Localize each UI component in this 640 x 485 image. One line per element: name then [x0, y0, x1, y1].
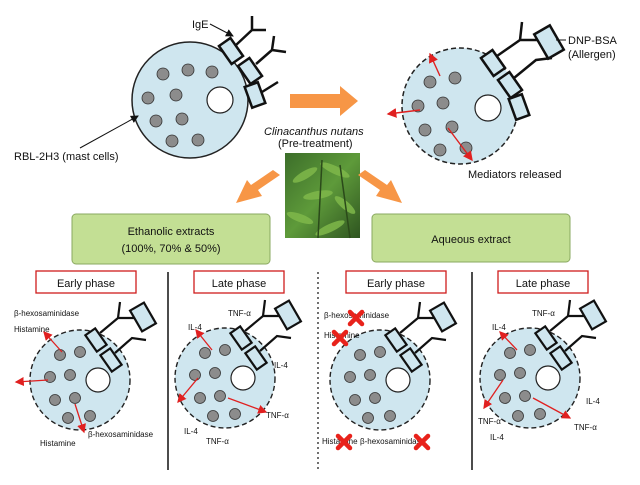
pretreatment-label: (Pre-treatment)	[278, 138, 353, 150]
ethanolic-extract-box: Ethanolic extracts (100%, 70% & 50%)	[71, 213, 271, 265]
aqueous-extract-box: Aqueous extract	[371, 213, 571, 263]
phase-label-aqueous-late: Late phase	[497, 270, 589, 294]
arrow-to-aqueous	[358, 170, 402, 203]
dnp-bsa-label: DNP-BSA (Allergen)	[556, 35, 618, 61]
il4-label: IL-4	[586, 397, 600, 406]
plant-name: Clinacanthus nutans	[264, 126, 364, 138]
histamine-label: Histamine	[14, 325, 50, 334]
hexosaminidase-label: β-hexosaminidase	[360, 437, 426, 446]
tnf-label: TNF-α	[478, 417, 501, 426]
activation-arrow	[290, 86, 358, 116]
tnf-label: TNF-α	[532, 309, 555, 318]
phase-label-aqueous-early: Early phase	[345, 270, 447, 294]
inhibition-cross-icon	[331, 329, 349, 347]
rbl-label: RBL-2H3 (mast cells)	[14, 115, 139, 163]
tnf-label: TNF-α	[266, 411, 289, 420]
svg-text:(100%, 70% & 50%): (100%, 70% & 50%)	[121, 243, 220, 255]
histamine-label: Histamine	[322, 437, 358, 446]
tnf-label: TNF-α	[228, 309, 251, 318]
svg-text:RBL-2H3 (mast cells): RBL-2H3 (mast cells)	[14, 151, 119, 163]
svg-text:Ethanolic extracts: Ethanolic extracts	[128, 226, 215, 238]
inhibition-cross-icon	[335, 433, 353, 451]
svg-text:Late phase: Late phase	[516, 278, 570, 290]
cell-ethanolic-early	[14, 301, 158, 434]
arrow-to-ethanolic	[236, 170, 280, 203]
il4-label: IL-4	[274, 361, 288, 370]
cell-ethanolic-late	[174, 299, 303, 429]
activated-mast-cell	[386, 21, 566, 165]
il4-label: IL-4	[188, 323, 202, 332]
il4-label: IL-4	[184, 427, 198, 436]
svg-text:Early phase: Early phase	[367, 278, 425, 290]
hexosaminidase-label: β-hexosaminidase	[14, 309, 80, 318]
ige-label: IgE	[192, 19, 234, 37]
svg-text:DNP-BSA: DNP-BSA	[568, 35, 618, 47]
inhibition-cross-icon	[347, 309, 365, 327]
phase-label-ethanolic-early: Early phase	[35, 270, 137, 294]
phase-label-ethanolic-late: Late phase	[193, 270, 285, 294]
il4-label: IL-4	[492, 323, 506, 332]
hexosaminidase-label: β-hexosaminidase	[88, 430, 154, 439]
sensitized-mast-cell	[131, 16, 287, 159]
svg-text:Late phase: Late phase	[212, 278, 266, 290]
tnf-label: TNF-α	[574, 423, 597, 432]
tnf-label: TNF-α	[206, 437, 229, 446]
svg-text:IgE: IgE	[192, 19, 209, 31]
svg-text:Aqueous extract: Aqueous extract	[431, 234, 511, 246]
svg-text:Early phase: Early phase	[57, 278, 115, 290]
cell-aqueous-late	[479, 299, 608, 429]
mediators-released-label: Mediators released	[468, 169, 562, 181]
svg-text:(Allergen): (Allergen)	[568, 49, 616, 61]
histamine-label: Histamine	[40, 439, 76, 448]
plant-photo	[285, 153, 360, 239]
cell-aqueous-early	[329, 301, 458, 431]
inhibition-cross-icon	[413, 433, 431, 451]
il4-label: IL-4	[490, 433, 504, 442]
